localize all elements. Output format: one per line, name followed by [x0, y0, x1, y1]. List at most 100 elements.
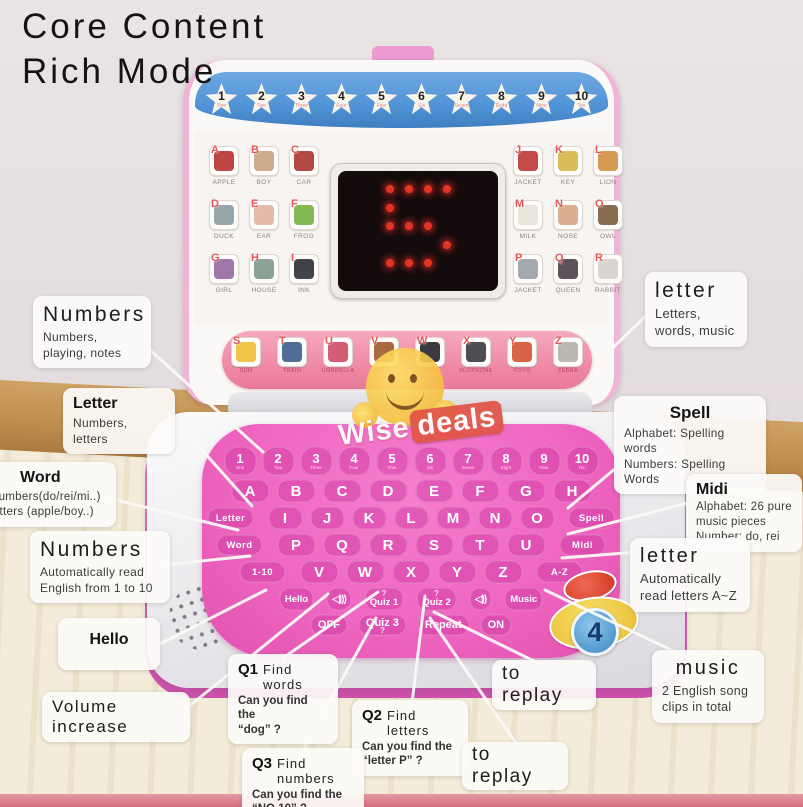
- key-number: 3: [312, 450, 320, 466]
- key-h: H: [552, 479, 592, 503]
- alphabet-picture: [598, 205, 618, 225]
- alphabet-word: RABBIT: [595, 287, 621, 294]
- alphabet-tile: K: [553, 144, 583, 176]
- key-z: Z: [483, 560, 523, 584]
- callout-numbers-playing: Numbers Numbers, playing, notes: [33, 296, 151, 369]
- key-f: F: [460, 479, 500, 503]
- callout-title: Numbers: [40, 538, 143, 561]
- alphabet-word: INK: [297, 287, 311, 294]
- star-number: 6: [418, 89, 425, 103]
- question-mark: ?: [381, 589, 387, 598]
- alphabet-word: OWL: [599, 233, 616, 240]
- callout-q-number: Q2: [362, 707, 383, 724]
- callout-body: Automatically read letters A~Z: [640, 571, 737, 603]
- led-display-frame: [330, 163, 506, 299]
- led-display-screen: [338, 171, 498, 291]
- key-label: M: [446, 509, 460, 527]
- callout-title: Spell: [669, 403, 711, 422]
- callout-title: Letter: [73, 395, 118, 412]
- led-dot: [424, 222, 432, 230]
- alphabet-word: JACKET: [514, 179, 542, 186]
- key-label: F: [475, 482, 485, 500]
- key-number-word: Eight: [500, 464, 512, 470]
- key-number-word: Five: [387, 464, 397, 470]
- star-number: 5: [378, 89, 385, 103]
- key-label: Q: [336, 536, 348, 554]
- led-dot: [405, 259, 413, 267]
- alphabet-tile: J: [513, 144, 543, 176]
- key-label: Hello: [284, 593, 309, 605]
- key-label: OFF: [317, 619, 340, 631]
- key-j: J: [309, 506, 345, 530]
- key-label: S: [428, 536, 439, 554]
- alphabet-tile: G: [209, 252, 239, 284]
- alphabet-letter: Q: [555, 252, 564, 264]
- callout-body: Can you find the “letter P” ?: [362, 741, 453, 768]
- alphabet-picture: [598, 151, 618, 171]
- key-label: P: [290, 536, 301, 554]
- key-x: X: [391, 560, 431, 584]
- callout-title: Word: [20, 469, 61, 486]
- key-label: U: [520, 536, 532, 554]
- callout-title: to replay: [472, 744, 533, 787]
- alphabet-letter: H: [251, 252, 259, 264]
- key-label: 1-10: [251, 566, 273, 578]
- key-number: 10: [574, 450, 590, 466]
- page-title-line1: Core Content: [22, 7, 267, 46]
- star-number: 1: [218, 89, 225, 103]
- alphabet-letter: C: [291, 144, 299, 156]
- alphabet-tile: Q: [553, 252, 583, 284]
- key-midi-mode: Midi: [559, 534, 606, 556]
- led-dot: [405, 185, 413, 193]
- led-dot: [424, 185, 432, 193]
- alphabet-word: KEY: [560, 179, 576, 186]
- alphabet-cell: K KEY: [549, 144, 587, 198]
- key-quiz-3: Quiz 3?: [357, 614, 407, 636]
- key-m: M: [435, 506, 471, 530]
- alphabet-letter: A: [211, 144, 219, 156]
- led-dot: [386, 203, 394, 212]
- alphabet-letter: N: [555, 198, 563, 210]
- led-dot: [386, 222, 394, 230]
- key-label: K: [363, 509, 375, 527]
- age-4-badge: 4: [571, 608, 619, 656]
- key-p: P: [276, 533, 316, 557]
- key-quiz-1: ?Quiz 1: [363, 587, 405, 611]
- alphabet-word: EAR: [256, 233, 272, 240]
- star-number: 10: [574, 89, 589, 103]
- alphabet-letter: G: [211, 252, 220, 264]
- callout-word: Word Numbers(do/rei/mi..) letters (apple…: [0, 462, 116, 527]
- alphabet-word: BOY: [256, 179, 272, 186]
- key-label: ◁))): [332, 593, 347, 605]
- alphabet-word: UMBRELLA: [321, 368, 355, 374]
- key-off: OFF: [309, 614, 348, 636]
- callout-numbers-auto: Numbers Automatically read English from …: [30, 531, 170, 604]
- star-number: 7: [458, 89, 465, 103]
- alphabet-word: APPLE: [212, 179, 236, 186]
- led-dot: [405, 222, 413, 230]
- alphabet-letter: O: [595, 198, 604, 210]
- alphabet-word: DUCK: [213, 233, 235, 240]
- key-q: Q: [322, 533, 362, 557]
- alphabet-picture: [328, 342, 348, 362]
- alphabet-word: XLOPHONE: [459, 368, 493, 374]
